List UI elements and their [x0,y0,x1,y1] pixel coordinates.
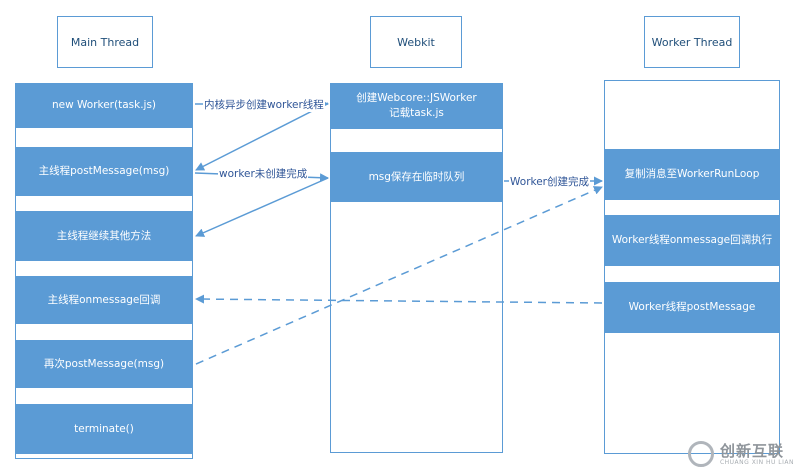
arrow-worker-post-back [195,294,603,304]
worker-thread-column [604,80,780,454]
watermark-logo-icon [687,441,714,467]
label-worker-created: Worker创建完成 [509,174,590,189]
arrow-post-again [195,186,603,365]
watermark-subtext: CHUANG XIN HU LIAN [719,458,794,466]
main-step-post-again: 再次postMessage(msg) [15,340,193,388]
watermark: 创新互联 CHUANG XIN HU LIAN [687,441,794,467]
header-webkit: Webkit [370,16,462,68]
webkit-step-create: 创建Webcore::JSWorker 记载task.js [330,83,503,129]
main-thread-column [15,83,193,459]
label-async-create: 内核异步创建worker线程 [203,97,325,112]
label-not-created: worker未创建完成 [218,166,309,181]
main-step-post-message: 主线程postMessage(msg) [15,147,193,196]
webkit-step-queue: msg保存在临时队列 [330,152,503,202]
header-worker-thread: Worker Thread [644,16,740,68]
arrow-not-created [195,102,329,171]
watermark-text: 创新互联 [719,441,784,460]
worker-step-onmessage: Worker线程onmessage回调执行 [604,215,780,266]
main-step-terminate: terminate() [15,404,193,454]
worker-step-copy: 复制消息至WorkerRunLoop [604,149,780,200]
arrow-return-continue [195,177,329,237]
main-step-continue: 主线程继续其他方法 [15,211,193,261]
main-step-onmessage: 主线程onmessage回调 [15,276,193,324]
header-main-thread: Main Thread [57,16,153,68]
worker-step-post-message: Worker线程postMessage [604,282,780,333]
main-step-new-worker: new Worker(task.js) [15,83,193,128]
